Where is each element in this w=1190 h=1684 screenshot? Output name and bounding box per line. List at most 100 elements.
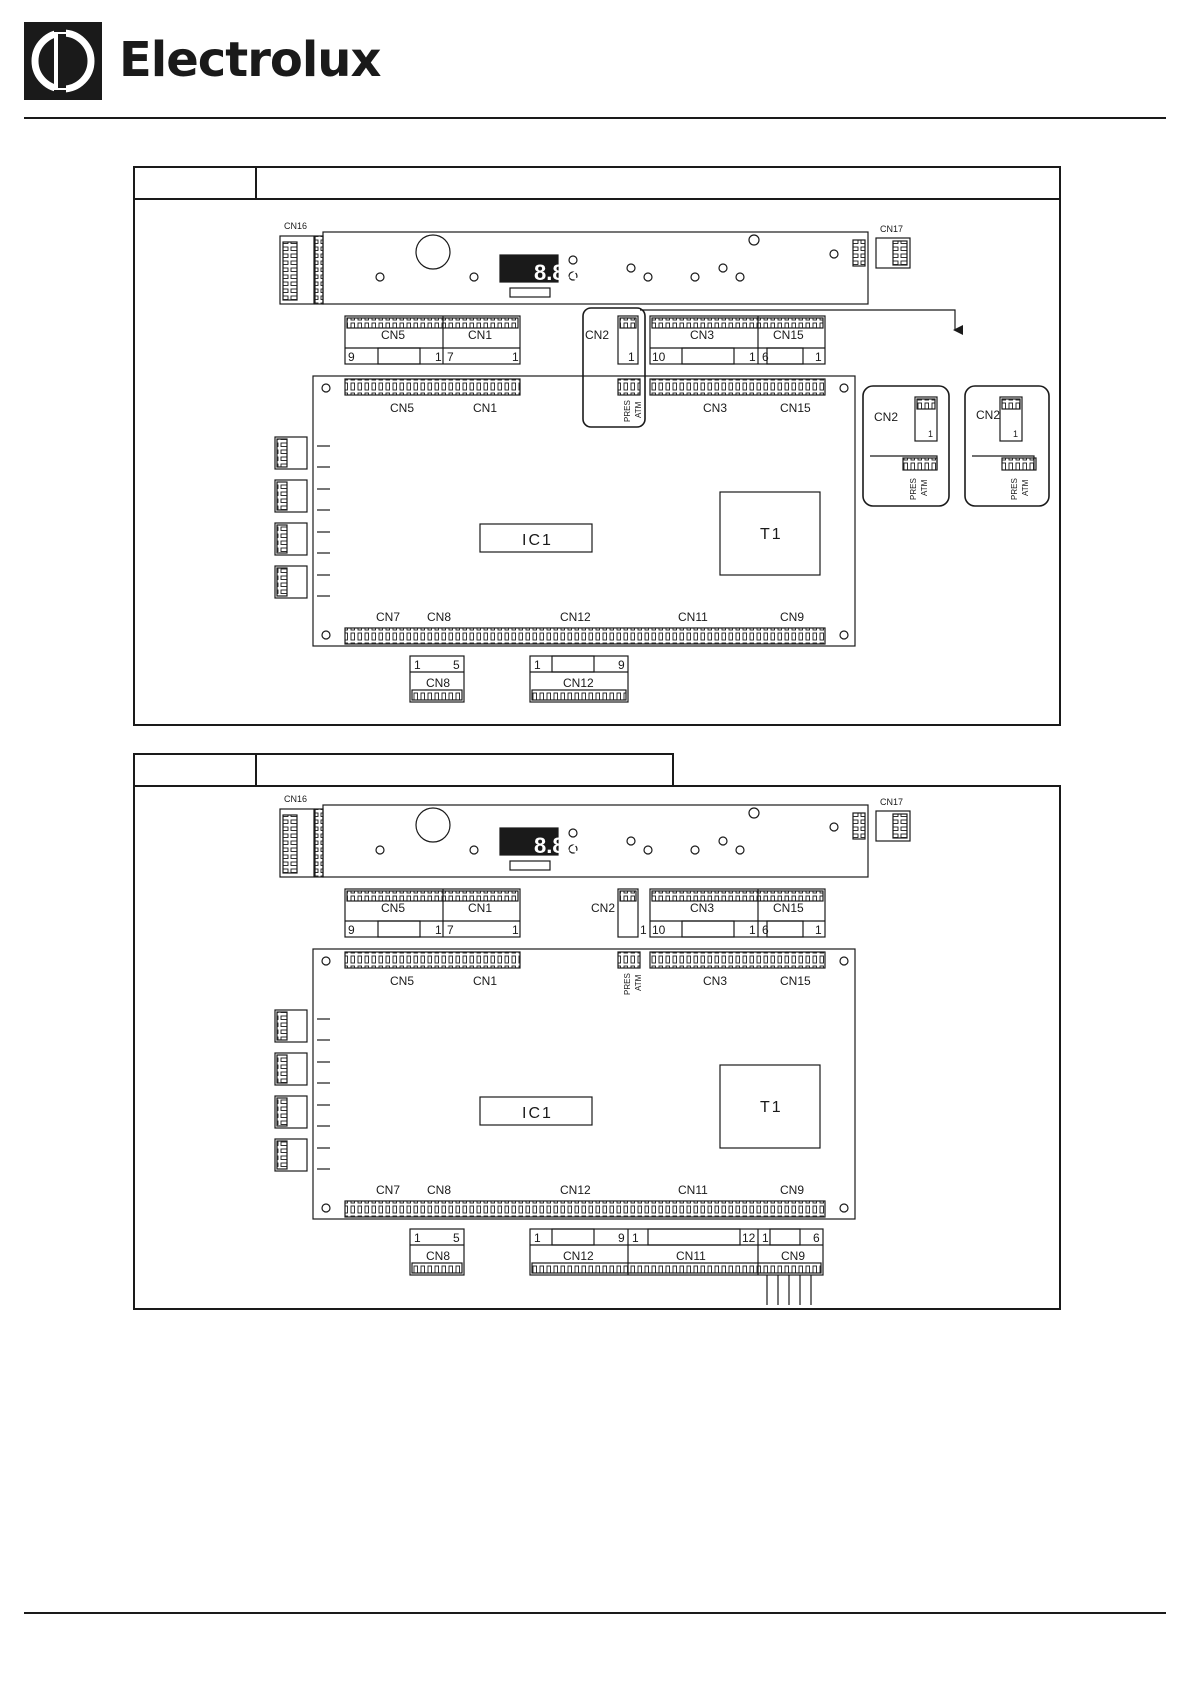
- label-cn2-detail-a: CN2: [874, 410, 898, 424]
- pin-label: 1: [414, 658, 421, 672]
- pin-label: 9: [618, 658, 625, 672]
- label-atm: ATM: [634, 401, 643, 418]
- label-atm: ATM: [634, 974, 643, 991]
- label-cn11-plug: CN11: [676, 1249, 706, 1263]
- label-cn2: CN2: [591, 901, 615, 915]
- panel-1: [133, 198, 1061, 726]
- seven-segment-display: 8.8.8: [534, 260, 583, 285]
- label-cn1: CN1: [473, 401, 497, 415]
- pin-label: 1: [534, 658, 541, 672]
- footer-divider: [24, 1612, 1166, 1614]
- panel-1-title-cell: [135, 168, 257, 200]
- label-cn12: CN12: [560, 610, 591, 624]
- pin-label: 9: [618, 1231, 625, 1245]
- pin-label: 1: [435, 350, 442, 364]
- header-divider: [24, 117, 1166, 119]
- pin-label: 1: [632, 1231, 639, 1245]
- pin-label: 9: [348, 350, 355, 364]
- label-t1: T1: [760, 1099, 783, 1116]
- pin-label: 1: [749, 350, 756, 364]
- panel-2-title-row: [133, 753, 674, 787]
- label-pres: PRES: [623, 973, 632, 995]
- pin-label: 1: [815, 923, 822, 937]
- label-cn17: CN17: [880, 797, 903, 807]
- label-cn1-plug: CN1: [468, 328, 492, 342]
- label-pres: PRES: [623, 400, 632, 422]
- panel-2: [133, 785, 1061, 1310]
- label-cn11: CN11: [678, 610, 708, 624]
- label-ic1: IC1: [522, 1105, 553, 1122]
- pin-label: 1: [1013, 429, 1018, 439]
- label-pres-detail-a: PRES: [909, 478, 918, 500]
- page-header: Electrolux: [24, 22, 424, 104]
- label-cn5: CN5: [390, 401, 414, 415]
- label-cn16: CN16: [284, 794, 307, 804]
- pin-label: 5: [453, 1231, 460, 1245]
- label-ic1: IC1: [522, 532, 553, 549]
- label-cn1-plug: CN1: [468, 901, 492, 915]
- pin-label: 1: [534, 1231, 541, 1245]
- brand-wordmark: Electrolux: [119, 32, 381, 88]
- label-cn15-plug: CN15: [773, 901, 804, 915]
- label-cn7: CN7: [376, 610, 400, 624]
- label-atm-detail-b: ATM: [1021, 479, 1030, 496]
- pin-label: 6: [762, 350, 769, 364]
- pin-label: 1: [512, 350, 519, 364]
- pin-label: 6: [813, 1231, 820, 1245]
- pin-label: 1: [749, 923, 756, 937]
- label-cn12-plug: CN12: [563, 676, 594, 690]
- pin-label: 6: [762, 923, 769, 937]
- label-t1: T1: [760, 526, 783, 543]
- label-cn15: CN15: [780, 401, 811, 415]
- label-cn15: CN15: [780, 974, 811, 988]
- label-cn8: CN8: [427, 610, 451, 624]
- diagram-1: CN16 CN17 8.8.8 CN5 CN1 CN2 CN3 CN15 9 1…: [274, 221, 1050, 703]
- pin-label: 12: [742, 1231, 756, 1245]
- label-cn2-detail-b: CN2: [976, 408, 1000, 422]
- pin-label: 1: [414, 1231, 421, 1245]
- label-cn3: CN3: [703, 974, 727, 988]
- label-cn3: CN3: [703, 401, 727, 415]
- pin-label: 1: [512, 923, 519, 937]
- pin-label: 1: [928, 429, 933, 439]
- pin-label: 7: [447, 350, 454, 364]
- label-cn1: CN1: [473, 974, 497, 988]
- label-cn8-plug: CN8: [426, 676, 450, 690]
- pin-label: 1: [640, 923, 647, 937]
- label-pres-detail-b: PRES: [1010, 478, 1019, 500]
- label-cn9-plug: CN9: [781, 1249, 805, 1263]
- pin-label: 10: [652, 923, 666, 937]
- pin-label: 10: [652, 350, 666, 364]
- label-cn3-plug: CN3: [690, 901, 714, 915]
- label-cn5: CN5: [390, 974, 414, 988]
- label-cn8-plug: CN8: [426, 1249, 450, 1263]
- label-cn3-plug: CN3: [690, 328, 714, 342]
- label-cn17: CN17: [880, 224, 903, 234]
- pin-label: 1: [628, 350, 635, 364]
- label-cn16: CN16: [284, 221, 307, 231]
- label-cn5-plug: CN5: [381, 901, 405, 915]
- pin-label: 5: [453, 658, 460, 672]
- panel-2-title-cell: [135, 755, 257, 787]
- label-cn12-plug: CN12: [563, 1249, 594, 1263]
- electrolux-logo-icon: [24, 22, 102, 100]
- label-cn9: CN9: [780, 1183, 804, 1197]
- panel-1-title-row: [133, 166, 1061, 200]
- seven-segment-display: 8.8.8: [534, 833, 583, 858]
- label-atm-detail-a: ATM: [920, 479, 929, 496]
- pin-label: 1: [762, 1231, 769, 1245]
- pin-label: 1: [435, 923, 442, 937]
- label-cn11: CN11: [678, 1183, 708, 1197]
- label-cn9: CN9: [780, 610, 804, 624]
- label-cn12: CN12: [560, 1183, 591, 1197]
- label-cn2: CN2: [585, 328, 609, 342]
- pin-label: 9: [348, 923, 355, 937]
- pin-label: 1: [815, 350, 822, 364]
- diagram-2: CN16 CN17 8.8.8 CN5 CN1 CN2 CN3 CN15 9 1…: [274, 794, 911, 1305]
- label-cn15-plug: CN15: [773, 328, 804, 342]
- label-cn7: CN7: [376, 1183, 400, 1197]
- pin-label: 7: [447, 923, 454, 937]
- label-cn8: CN8: [427, 1183, 451, 1197]
- label-cn5-plug: CN5: [381, 328, 405, 342]
